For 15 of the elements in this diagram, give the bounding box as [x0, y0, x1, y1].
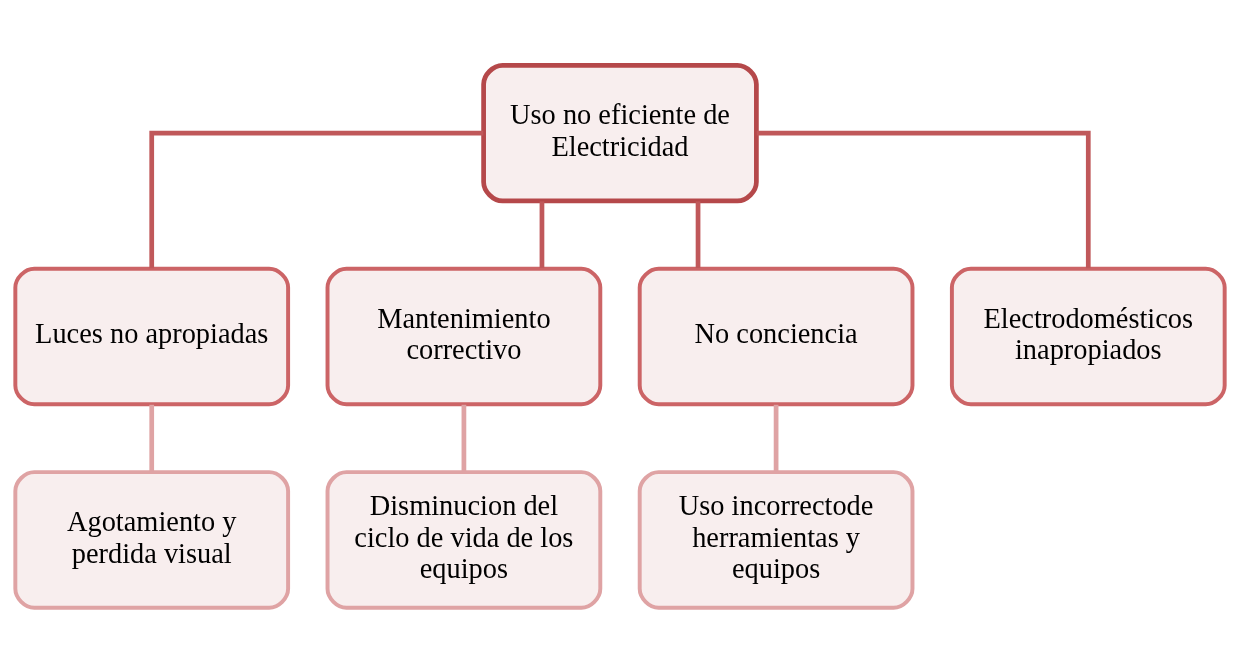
node-box: Agotamiento y perdida visual [13, 469, 291, 610]
node-box: Uso no eficiente de Electricidad [481, 62, 759, 203]
connector [539, 200, 545, 268]
connector [461, 404, 467, 471]
connector [695, 200, 701, 268]
connector [149, 404, 155, 471]
node-box: No conciencia [637, 266, 915, 406]
node-box: Disminucion del ciclo de vida de los equipos [325, 469, 603, 610]
node-box: Mantenimiento correctivo [325, 266, 603, 406]
node-box: Uso incorrectode herramientas y equipos [637, 469, 915, 610]
connector [756, 130, 1091, 268]
connector [773, 404, 779, 471]
connector [149, 130, 484, 268]
node-box: Electrodomésticos inapropiados [949, 266, 1227, 406]
node-box: Luces no apropiadas [13, 266, 291, 406]
